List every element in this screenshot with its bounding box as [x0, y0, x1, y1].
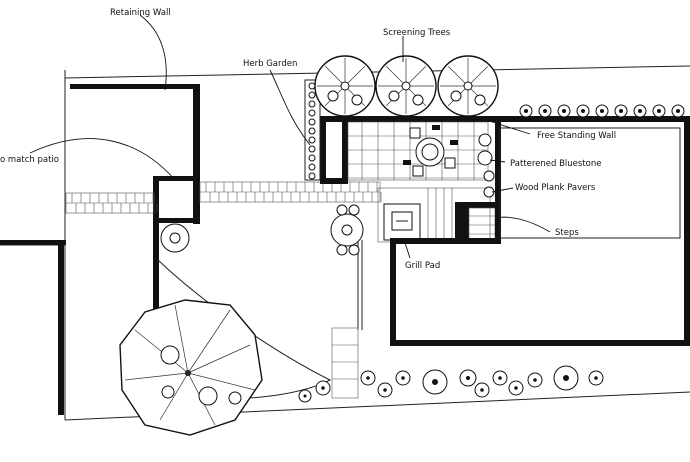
steps — [455, 202, 496, 243]
shrub-row-bottom — [298, 365, 604, 403]
patio-edge-shrubs — [477, 133, 495, 198]
label-steps: Steps — [555, 228, 579, 238]
hedge-row — [519, 104, 685, 118]
house — [390, 122, 690, 346]
label-herb-garden: Herb Garden — [243, 59, 297, 69]
label-retaining-wall: Retaining Wall — [110, 8, 171, 18]
neighbor-house — [0, 240, 66, 415]
free-standing-wall — [320, 116, 690, 184]
label-match-patio: o match patio — [0, 155, 59, 165]
side-path — [331, 240, 363, 399]
large-shade-tree — [119, 299, 263, 436]
label-patterned-bluestone: Patterened Bluestone — [510, 159, 602, 169]
leader-lines — [29, 14, 551, 259]
label-screening-trees: Screening Trees — [383, 28, 451, 38]
label-free-standing-wall: Free Standing Wall — [537, 131, 616, 141]
shrub-group-left — [160, 204, 364, 256]
herb-garden-bed — [304, 79, 321, 181]
screening-trees — [314, 55, 499, 117]
label-wood-plank-pavers: Wood Plank Pavers — [515, 183, 596, 193]
lawn-edge — [157, 259, 332, 399]
patio-table — [403, 125, 458, 177]
brick-path — [65, 181, 382, 214]
label-grill-pad: Grill Pad — [405, 261, 440, 271]
grill-pad — [383, 203, 421, 241]
